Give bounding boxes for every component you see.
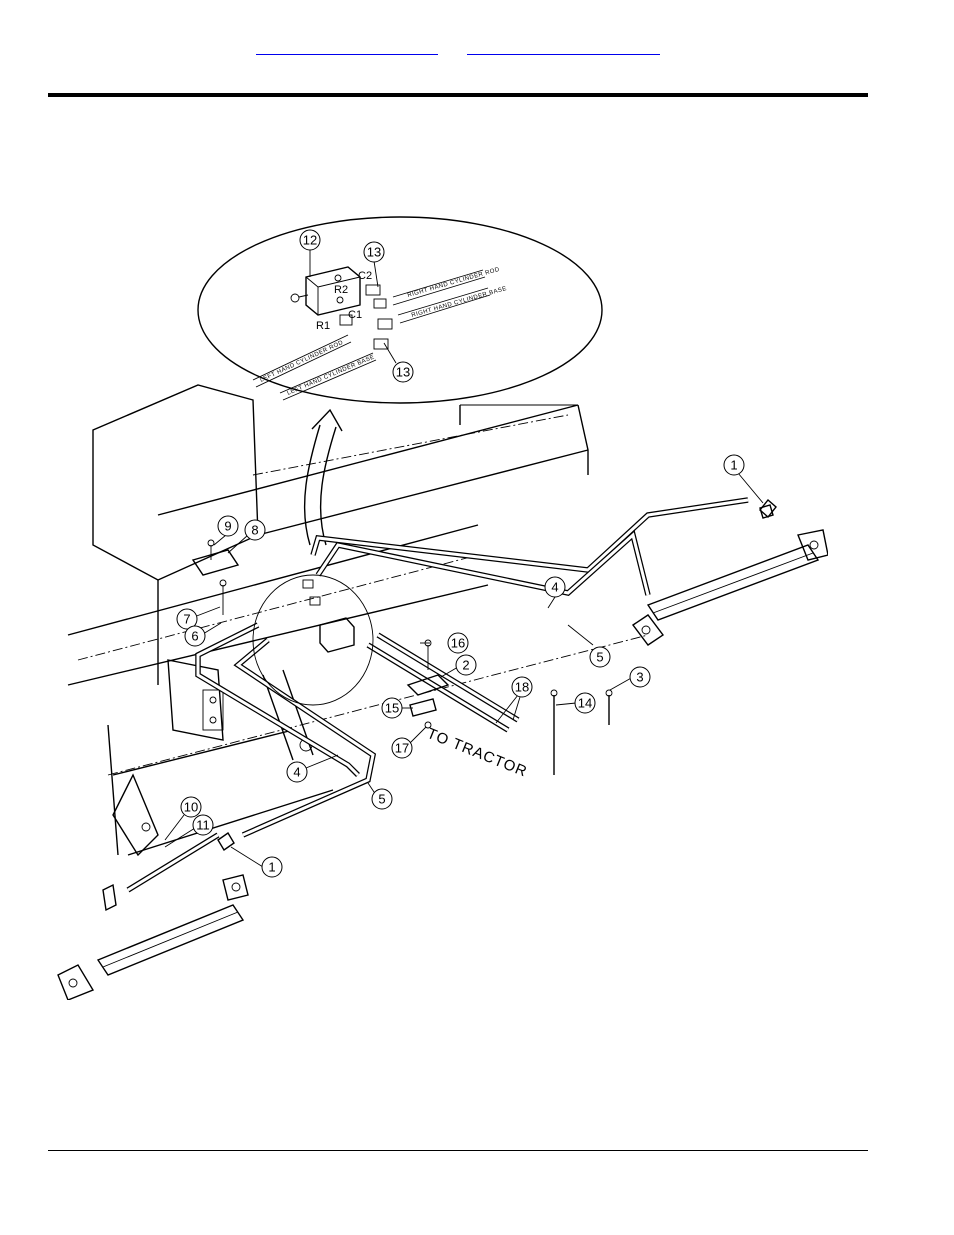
callout-8: 8 (227, 519, 266, 554)
svg-text:13: 13 (367, 245, 381, 260)
callout-3: 3 (609, 666, 651, 691)
svg-text:8: 8 (251, 523, 258, 538)
detail-hose-left-base (279, 352, 377, 401)
header-link-right[interactable] (467, 40, 660, 55)
svg-text:3: 3 (636, 670, 643, 685)
detail-hose-right-base (397, 287, 491, 324)
callout-14: 14 (555, 692, 596, 714)
callout-6: 6 (184, 622, 222, 647)
detail-pointer-arrow (303, 408, 343, 546)
header-link-left[interactable] (256, 40, 438, 55)
header-rule (48, 93, 868, 97)
valve-block-installed (302, 579, 355, 653)
svg-text:1: 1 (268, 860, 275, 875)
fitting-1-right (759, 498, 777, 519)
svg-text:16: 16 (451, 636, 465, 651)
clamp-15 (409, 698, 437, 729)
svg-text:10: 10 (184, 800, 198, 815)
port-label-c2: C2 (358, 270, 372, 282)
callout-1-left: 1 (230, 846, 283, 878)
callout-5-lower: 5 (367, 782, 393, 810)
svg-text:18: 18 (515, 680, 529, 695)
callout-13-bottom: 13 (383, 342, 414, 383)
svg-text:1: 1 (730, 458, 737, 473)
hose-to-tractor (366, 632, 520, 733)
to-tractor-label: TO TRACTOR (425, 725, 530, 781)
pin-3 (605, 689, 613, 725)
bolt-6-7 (219, 579, 227, 615)
callout-1-right: 1 (723, 454, 764, 504)
callout-4-upper: 4 (544, 576, 566, 609)
callout-16: 16 (420, 632, 469, 654)
svg-text:13: 13 (396, 365, 410, 380)
detail-hose-right-rod (392, 269, 486, 306)
hose-4-lower (195, 622, 360, 777)
port-label-r1: R1 (316, 320, 330, 332)
hydraulic-parts-diagram: RIGHT HAND CYLINDER ROD RIGHT HAND CYLIN… (48, 215, 828, 1000)
svg-text:14: 14 (578, 696, 592, 711)
callout-9: 9 (213, 515, 239, 546)
callout-13-top: 13 (363, 241, 385, 288)
callout-18: 18 (495, 676, 533, 724)
hitch-frame (67, 384, 649, 857)
port-label-c1: C1 (348, 309, 362, 321)
callout-17: 17 (391, 726, 427, 759)
svg-text:5: 5 (596, 650, 603, 665)
bracket-2 (406, 639, 450, 696)
svg-text:5: 5 (378, 792, 385, 807)
svg-text:7: 7 (183, 612, 190, 627)
callout-12: 12 (299, 229, 321, 277)
pin-14 (550, 689, 558, 775)
port-label-r2: R2 (334, 284, 348, 296)
fitting-1-left (217, 831, 235, 852)
hose-5-upper (315, 529, 651, 596)
svg-text:17: 17 (395, 741, 409, 756)
svg-text:9: 9 (224, 519, 231, 534)
bracket-8 (191, 539, 240, 576)
detail-hose-left-rod (252, 334, 352, 388)
valve-block (290, 266, 393, 350)
callout-15: 15 (381, 697, 413, 719)
svg-text:11: 11 (196, 818, 210, 833)
svg-text:12: 12 (303, 233, 317, 248)
svg-text:2: 2 (462, 658, 469, 673)
hose-4-upper (310, 497, 749, 573)
svg-text:4: 4 (551, 580, 558, 595)
callout-11: 11 (164, 814, 214, 848)
callout-2: 2 (440, 654, 477, 678)
callout-7: 7 (176, 606, 221, 630)
callout-5-upper: 5 (567, 624, 611, 668)
callout-4-lower: 4 (286, 754, 339, 783)
svg-text:4: 4 (293, 765, 300, 780)
footer-rule (48, 1150, 868, 1151)
hose-cylinder-left (126, 832, 220, 893)
cylinder-right (631, 504, 828, 646)
callout-10: 10 (164, 796, 202, 841)
svg-text:6: 6 (191, 629, 198, 644)
hose-5-lower (233, 637, 377, 838)
cylinder-left (57, 874, 249, 1000)
svg-text:15: 15 (385, 701, 399, 716)
detail-zoom-circle (252, 574, 374, 706)
